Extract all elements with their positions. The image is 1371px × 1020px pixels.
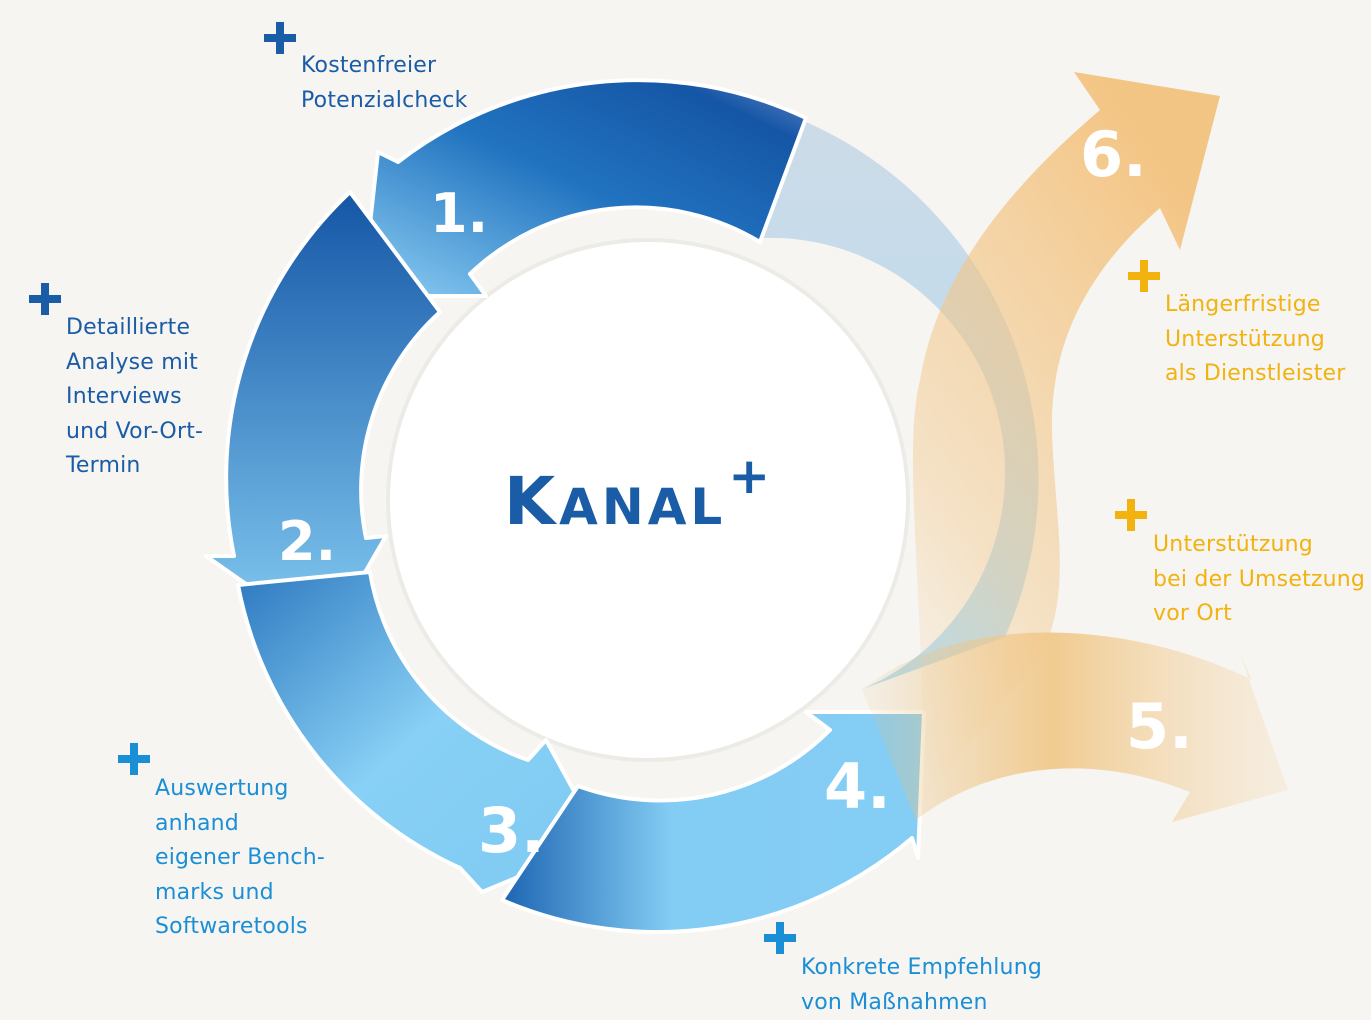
cycle-arrow-3 xyxy=(236,570,604,894)
brand-first-letter: K xyxy=(504,463,560,540)
step-label-4: Konkrete Empfehlung von Maßnahmen xyxy=(801,955,1043,1015)
plus-icon xyxy=(29,283,61,315)
plus-icon xyxy=(1128,260,1160,292)
inner-disc xyxy=(390,242,906,758)
step-number-1: 1. xyxy=(430,182,488,245)
step-number-2: 2. xyxy=(278,510,336,573)
brand-rest: ANAL xyxy=(559,478,727,536)
plus-icon xyxy=(264,22,296,54)
step-label-5: Unterstützung bei der Umsetzung vor Ort xyxy=(1153,532,1366,626)
step-label-6: Längerfristige Unterstützung als Dienstl… xyxy=(1165,292,1346,386)
plus-icon xyxy=(118,743,150,775)
brand-logo: KANAL+ xyxy=(504,447,774,540)
step-number-5: 5. xyxy=(1126,690,1193,763)
step-number-4: 4. xyxy=(824,750,891,823)
cycle-arrow-6 xyxy=(912,72,1220,800)
cycle-arrow-4 xyxy=(500,710,926,935)
brand-plus: + xyxy=(728,447,775,505)
step-number-3: 3. xyxy=(478,794,545,867)
step-label-3: Auswertung anhand eigener Bench- marks u… xyxy=(155,776,326,939)
step-label-2: Detaillierte Analyse mit Interviews und … xyxy=(66,315,204,478)
cycle-arrow-2 xyxy=(204,190,442,642)
plus-icon xyxy=(764,922,796,954)
step-label-1: Kostenfreier Potenzialcheck xyxy=(301,53,468,113)
plus-icon xyxy=(1115,499,1147,531)
step-number-6: 6. xyxy=(1080,118,1147,191)
